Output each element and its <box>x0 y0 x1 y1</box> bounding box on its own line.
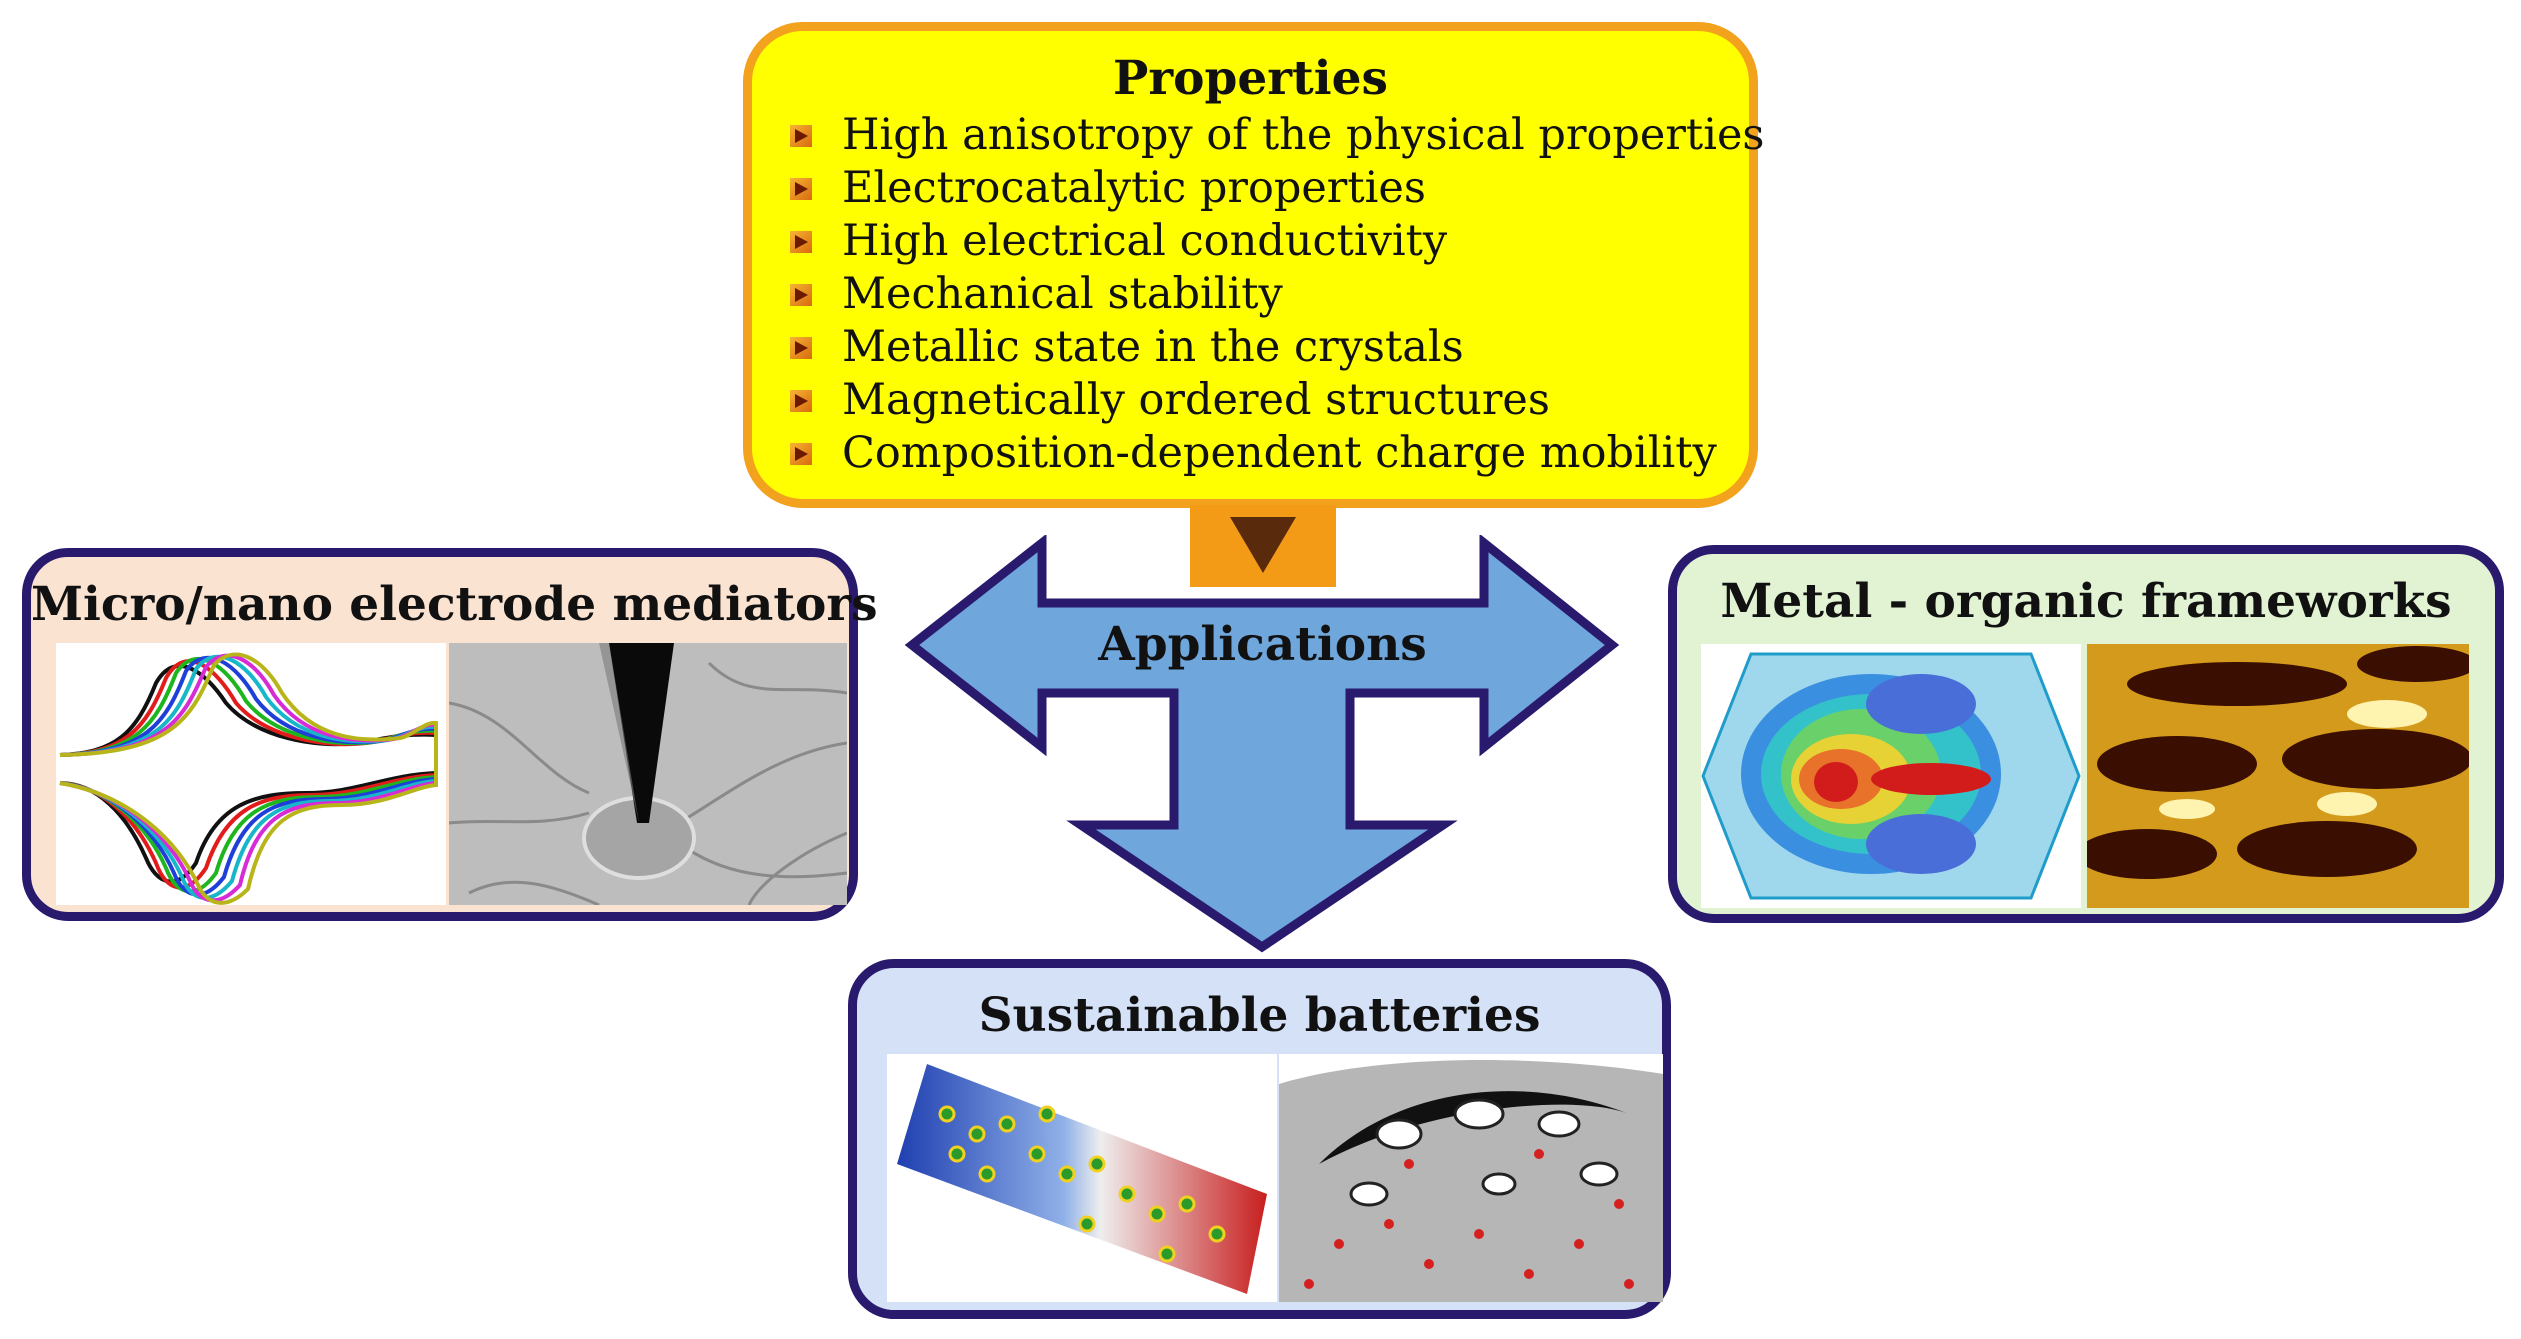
battery-microscopy-image <box>1279 1054 1663 1302</box>
applications-arrow <box>904 535 1620 953</box>
microelectrode-cell-image <box>449 643 847 905</box>
mof-simulation-image <box>1701 644 2081 908</box>
bullet-icon <box>790 336 812 359</box>
property-item: Mechanical stability <box>790 268 1764 321</box>
property-item: Magnetically ordered structures <box>790 374 1764 427</box>
app-title-electrode-mediators: Micro/nano electrode mediators <box>31 577 878 632</box>
property-item: High electrical conductivity <box>790 215 1764 268</box>
cyclic-voltammetry-image <box>56 643 446 905</box>
bullet-icon <box>790 124 812 147</box>
property-item: Electrocatalytic properties <box>790 162 1764 215</box>
down-arrow-icon <box>1230 517 1296 573</box>
app-box-electrode-mediators: Micro/nano electrode mediators <box>22 548 878 921</box>
app-box-sustainable-batteries: Sustainable batteries <box>848 959 1671 1319</box>
properties-box: Properties High anisotropy of the physic… <box>743 22 1764 508</box>
app-box-metal-organic-frameworks: Metal - organic frameworks <box>1668 545 2504 923</box>
bullet-icon <box>790 389 812 412</box>
connector-block <box>1190 505 1336 587</box>
property-item: High anisotropy of the physical properti… <box>790 109 1764 162</box>
mof-microscopy-image <box>2087 644 2469 908</box>
bullet-icon <box>790 230 812 253</box>
bullet-icon <box>790 177 812 200</box>
app-title-metal-organic-frameworks: Metal - organic frameworks <box>1720 574 2452 629</box>
applications-label: Applications <box>1098 617 1427 672</box>
app-title-sustainable-batteries: Sustainable batteries <box>978 988 1541 1043</box>
property-item: Composition-dependent charge mobility <box>790 427 1764 480</box>
properties-list: High anisotropy of the physical properti… <box>790 109 1764 480</box>
battery-simulation-image <box>887 1054 1277 1302</box>
property-item: Metallic state in the crystals <box>790 321 1764 374</box>
properties-title: Properties <box>1113 51 1388 106</box>
bullet-icon <box>790 283 812 306</box>
bullet-icon <box>790 442 812 465</box>
